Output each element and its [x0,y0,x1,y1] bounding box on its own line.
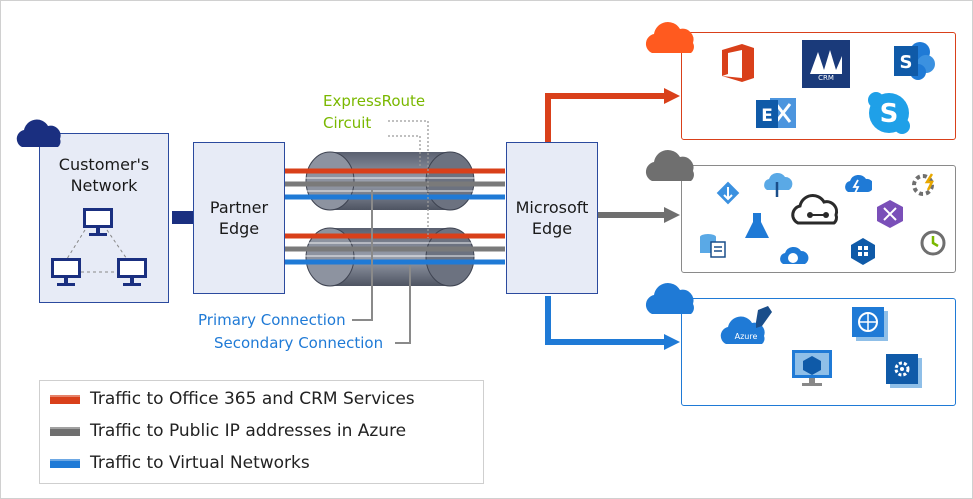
lab-flask-icon [745,213,769,238]
clock-icon [920,230,946,256]
cloud-gauge-icon [780,246,809,264]
legend-text-office: Traffic to Office 365 and CRM Services [90,389,415,409]
public-services-box [681,165,956,273]
microsoft-label-line1: Microsoft [515,198,589,217]
svg-text:E: E [761,106,773,126]
secondary-leader [395,265,411,344]
diamond-icon [716,181,740,205]
legend-text-public: Traffic to Public IP addresses in Azure [90,421,407,441]
hexagon-grid-icon [851,238,875,265]
primary-leader [352,190,373,321]
crm-icon-text: CRM [818,74,834,82]
cloud-download-icon [764,172,793,197]
public-cloud-icon [645,149,694,181]
settings-lightning-icon [912,173,935,196]
customer-label-line1: Customer's [58,155,150,174]
secondary-connection-label: Secondary Connection [214,334,384,352]
office-arrow [545,93,666,142]
circuit-leader [388,120,429,238]
legend-text-vnet: Traffic to Virtual Networks [90,453,310,473]
azure-icon-text: Azure [734,332,758,341]
vnet-arrow [545,296,666,345]
legend-item-office: Traffic to Office 365 and CRM Services [50,389,415,409]
office-icon [722,44,754,82]
network-globe-icon [852,307,888,341]
partner-label-line1: Partner [209,198,269,217]
svg-text:S: S [900,52,913,73]
customer-cloud-icon [16,119,61,147]
legend-swatch-office [50,394,80,404]
microsoft-label-line2: Edge [531,219,573,238]
secondary-circuit-tube [285,227,505,287]
legend-swatch-public [50,426,80,436]
sharepoint-icon: S [894,42,935,80]
crm-logo-icon [810,50,842,74]
legend-swatch-vnet [50,458,80,468]
customer-label-line2: Network [70,176,138,195]
legend-item-vnet: Traffic to Virtual Networks [50,453,310,473]
office-cloud-icon [645,21,694,53]
primary-circuit-tube [285,151,505,211]
customer-partner-link [172,211,196,224]
azure-cloud-pen-icon [720,306,772,344]
database-icon [700,234,726,258]
hexagon-icon [877,200,903,228]
circuit-label-line2: Circuit [323,114,372,132]
cloud-lightning-icon [845,175,872,194]
crm-icon: CRM [802,40,850,88]
virtual-machine-icon [792,350,832,386]
legend: Traffic to Office 365 and CRM Services T… [39,380,484,484]
azure-portal-icon: Azure [718,304,780,348]
legend-item-public: Traffic to Public IP addresses in Azure [50,421,406,441]
skype-icon: S [868,92,910,134]
network-computers-icon [51,208,147,286]
microsoft-edge-box: Microsoft Edge [506,142,598,294]
cloud-service-gear-icon [886,354,922,388]
primary-connection-label: Primary Connection [198,311,346,329]
cloud-link-icon [791,194,839,225]
partner-label-line2: Edge [218,219,260,238]
svg-text:S: S [880,99,899,129]
vnet-cloud-icon [645,282,694,314]
circuit-label-line1: ExpressRoute [323,92,426,110]
partner-edge-box: Partner Edge [193,142,285,294]
exchange-icon: E [756,98,796,128]
